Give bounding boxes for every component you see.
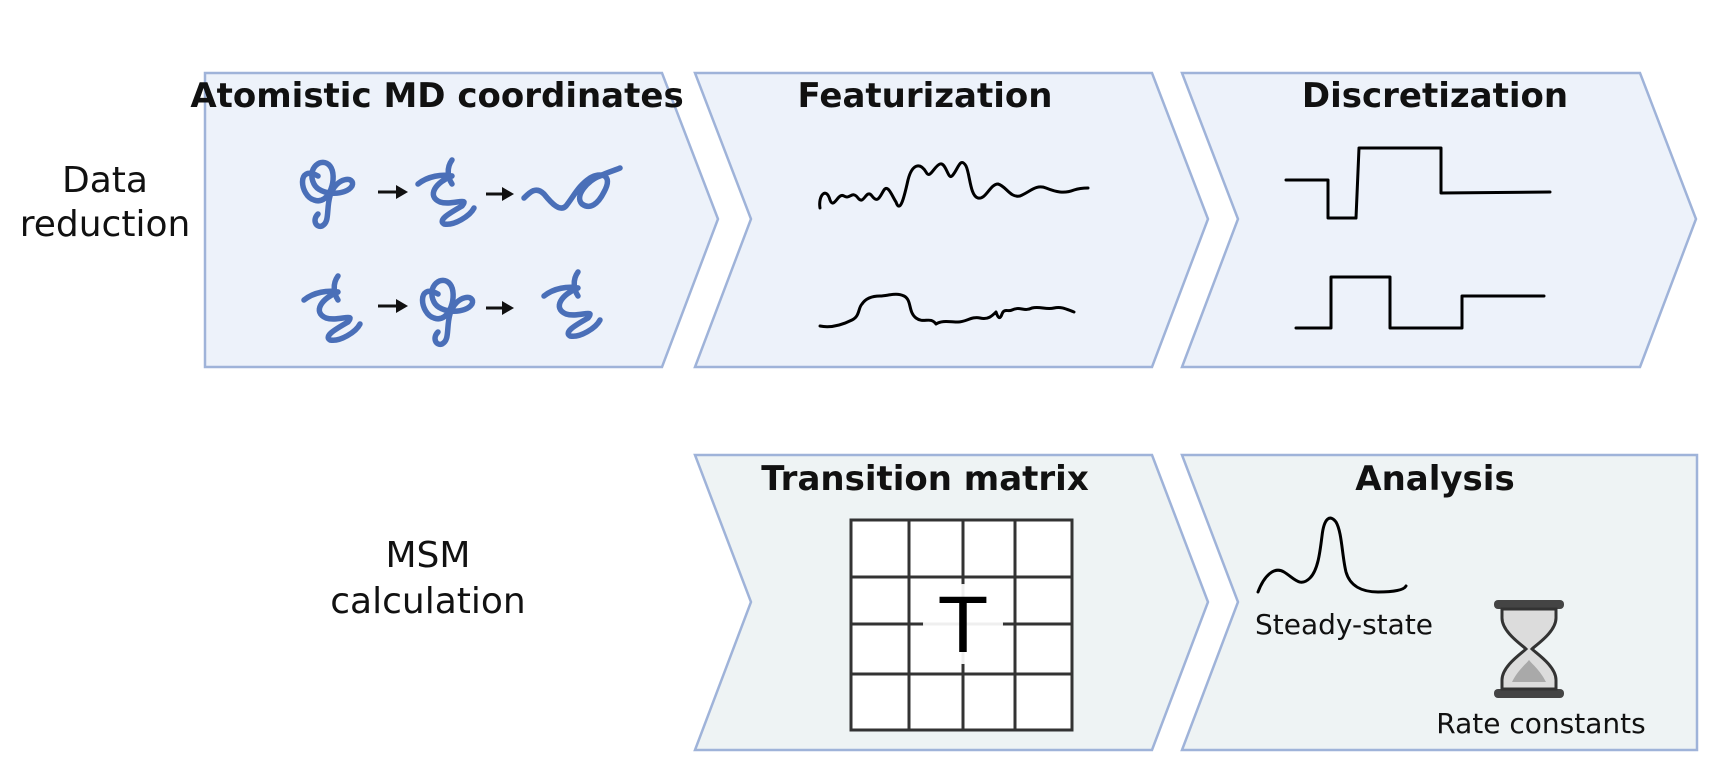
protein-conformation-icon: [301, 273, 363, 343]
protein-conformation-icon: [419, 277, 476, 348]
right-arrow-icon: [486, 301, 514, 315]
step-title: Featurization: [798, 76, 1053, 116]
step-analysis: Analysis Steady-state Rate constants: [1180, 453, 1699, 752]
step-title: Analysis: [1355, 459, 1514, 499]
molecule-row-1: [299, 157, 623, 230]
step-title: Transition matrix: [761, 459, 1089, 499]
right-arrow-icon: [378, 299, 408, 313]
steady-state-label: Steady-state: [1255, 608, 1433, 641]
rate-constants-label: Rate constants: [1436, 707, 1645, 740]
step-featurization: Featurization: [693, 71, 1210, 369]
row-label-data-reduction: Data reduction: [20, 160, 191, 245]
matrix-symbol: T: [939, 581, 987, 670]
step-discretization: Discretization: [1180, 71, 1698, 369]
chevron-shape: [1180, 71, 1698, 369]
row-label-msm-calculation: MSM calculation: [330, 535, 526, 622]
chevron-shape: [693, 71, 1210, 369]
state-trace-1: [1284, 146, 1552, 220]
protein-conformation-icon: [299, 159, 356, 230]
row-label-line: MSM: [386, 535, 471, 576]
protein-conformation-icon: [521, 165, 623, 211]
row-label-line: Data: [62, 160, 148, 201]
step-atomistic-md: Atomistic MD coordinates: [190, 71, 720, 369]
row-label-line: calculation: [330, 581, 526, 622]
step-title: Discretization: [1302, 76, 1568, 116]
protein-conformation-icon: [415, 157, 477, 227]
chevron-shape: [1180, 453, 1699, 752]
protein-conformation-icon: [541, 269, 603, 339]
row-label-line: reduction: [20, 204, 191, 245]
hourglass-icon: [1494, 600, 1564, 698]
step-transition-matrix: Transition matrix T: [693, 453, 1210, 752]
steady-state-curve: [1256, 516, 1408, 594]
feature-trace-2: [818, 292, 1076, 329]
molecule-row-2: [301, 269, 603, 348]
state-trace-2: [1294, 275, 1546, 330]
step-title: Atomistic MD coordinates: [190, 76, 683, 116]
right-arrow-icon: [486, 187, 514, 201]
feature-trace-1: [818, 161, 1090, 210]
right-arrow-icon: [378, 185, 408, 199]
transition-matrix-grid: T: [849, 518, 1074, 732]
